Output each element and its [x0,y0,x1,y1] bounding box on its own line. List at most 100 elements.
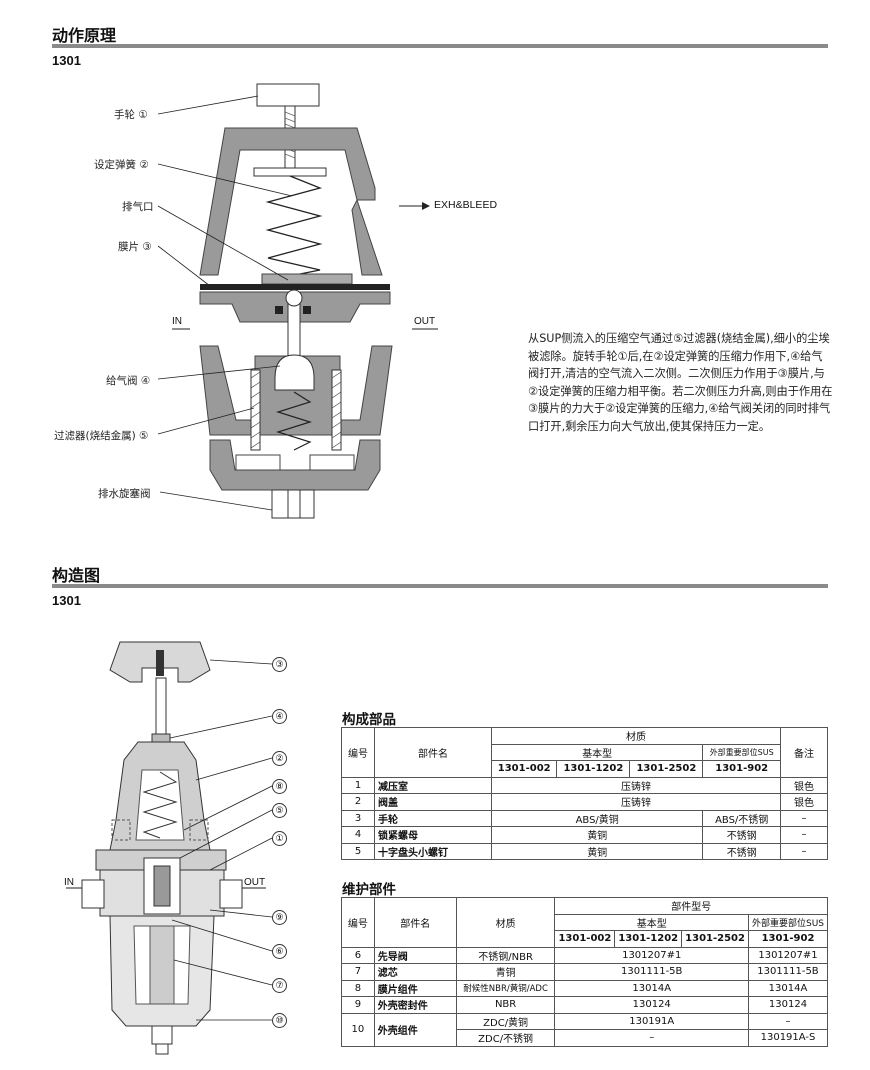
col-header-material: 材质 [491,727,781,745]
cell-name: 先导阀 [373,946,457,964]
table-row: 6 先导阀 不锈钢/NBR 1301207#1 1301207#1 [341,946,829,964]
cell-partno-sus: 130191A-S [747,1029,829,1047]
cell-name: 减压室 [374,776,492,794]
model-number: 1301 [52,593,81,608]
cell-partno-sus: 1301207#1 [747,946,829,964]
col-header-no: 编号 [341,897,375,948]
cell-material-basic: ABS/黄铜 [490,809,704,827]
cell-material: ZDC/黄铜 [455,1012,556,1030]
callout-set-spring: 设定弹簧 ② [94,159,149,171]
cell-name: 膜片组件 [373,979,457,997]
cell-material: 压铸锌 [491,776,781,794]
cell-no: 9 [341,996,375,1014]
cell-partno-basic: 13014A [554,979,749,997]
structure-num: ④ [272,709,287,724]
cell-no: 3 [341,809,375,827]
cell-material: 压铸锌 [491,793,781,811]
cell-name: 外壳密封件 [373,996,457,1014]
maint-table: 编号 部件名 材质 部件型号 基本型 外部重要部位SUS 1301-002 13… [341,897,829,1047]
structure-out-label: OUT [244,877,266,888]
callout-diaphragm: 膜片 ③ [118,241,152,253]
cell-no: 7 [341,963,375,981]
table-row: 3 手轮 ABS/黄铜 ABS/不锈钢 – [341,809,828,827]
col-header-material: 材质 [455,897,556,948]
cell-material-basic: 黄铜 [490,826,704,844]
cell-name: 滤芯 [373,963,457,981]
cell-no: 6 [341,946,375,964]
table-row: 10 外壳组件 ZDC/黄铜 130191A – [341,1012,829,1047]
callout-handwheel: 手轮 ① [114,109,148,121]
callout-drain-cock: 排水旋塞阀 [98,488,151,500]
section-rule [52,584,828,588]
cell-name: 锁紧螺母 [374,826,492,844]
cell-no: 8 [341,979,375,997]
parts-table-title: 构成部品 [342,712,396,728]
cell-no: 5 [341,842,375,860]
model-col: 1301-002 [490,760,558,778]
model-col: 1301-902 [747,930,829,948]
cell-partno-sus: 130124 [747,996,829,1014]
cell-name: 外壳组件 [373,1012,457,1047]
table-row: 5 十字盘头小螺钉 黄铜 不锈钢 – [341,842,828,860]
model-col: 1301-002 [554,930,616,948]
structure-num: ⑩ [272,1013,287,1028]
structure-in-label: IN [64,877,74,888]
cell-note: – [780,809,828,827]
cell-material-basic: 黄铜 [490,842,704,860]
cell-name: 十字盘头小螺钉 [374,842,492,860]
table-row: ZDC/不锈钢 – 130191A-S [342,1029,829,1047]
cell-partno-sus: 13014A [747,979,829,997]
table-row: 7 滤芯 青铜 1301111-5B 1301111-5B [341,963,829,981]
callout-filter: 过滤器(烧结金属) ⑤ [54,430,149,442]
model-col: 1301-2502 [681,930,749,948]
structure-num: ① [272,831,287,846]
cell-material: 不锈钢/NBR [455,946,556,964]
structure-num: ⑧ [272,779,287,794]
col-header-name: 部件名 [374,727,492,778]
structure-num: ③ [272,657,287,672]
cell-partno-basic: 1301111-5B [554,963,749,981]
cell-partno-sus: – [747,1012,829,1030]
col-header-sus: 外部重要部位SUS [747,913,829,931]
table-row: 4 锁紧螺母 黄铜 不锈钢 – [341,826,828,844]
cell-partno-basic: 130191A [554,1012,749,1030]
principle-description: 从SUP侧流入的压缩空气通过⑤过滤器(烧结金属),细小的尘埃被滤除。旋转手轮①后… [528,332,833,433]
cell-note: – [780,842,828,860]
structure-num: ⑦ [272,978,287,993]
section-title-structure: 构造图 [52,566,101,585]
col-header-basic: 基本型 [554,913,749,931]
parts-table: 编号 部件名 材质 备注 基本型 外部重要部位SUS 1301-002 1301… [341,727,828,860]
table-row: 2 阀盖 压铸锌 银色 [341,793,828,811]
cell-note: 银色 [780,776,828,794]
in-label: IN [172,316,182,327]
cell-partno-basic: 1301207#1 [554,946,749,964]
cell-partno-basic: 130124 [554,996,749,1014]
cell-name: 阀盖 [374,793,492,811]
exh-bleed-label: EXH&BLEED [434,199,498,211]
table-row: 1 减压室 压铸锌 银色 [341,776,828,794]
cell-name: 手轮 [374,809,492,827]
cell-material-sus: 不锈钢 [702,826,781,844]
cell-no: 4 [341,826,375,844]
cell-partno-basic: – [554,1029,749,1047]
structure-num: ② [272,751,287,766]
structure-drawing [66,641,273,1055]
structure-num: ⑨ [272,910,287,925]
col-header-basic: 基本型 [490,743,704,761]
structure-num: ⑥ [272,944,287,959]
cell-material: 耐候性NBR/黄铜/ADC [455,979,556,997]
cell-note: 银色 [780,793,828,811]
table-row: 9 外壳密封件 NBR 130124 130124 [341,996,829,1014]
model-col: 1301-1202 [556,760,631,778]
cell-material: 青铜 [455,963,556,981]
col-header-partno: 部件型号 [554,897,828,915]
cell-material-sus: 不锈钢 [702,842,781,860]
col-header-no: 编号 [341,727,375,778]
col-header-sus: 外部重要部位SUS [702,743,781,761]
model-col: 1301-902 [702,760,781,778]
section-title-principle: 动作原理 [52,26,117,45]
out-label: OUT [414,316,436,327]
cell-no: 1 [341,776,375,794]
col-header-name: 部件名 [373,897,457,948]
cell-no: 10 [341,1012,375,1047]
